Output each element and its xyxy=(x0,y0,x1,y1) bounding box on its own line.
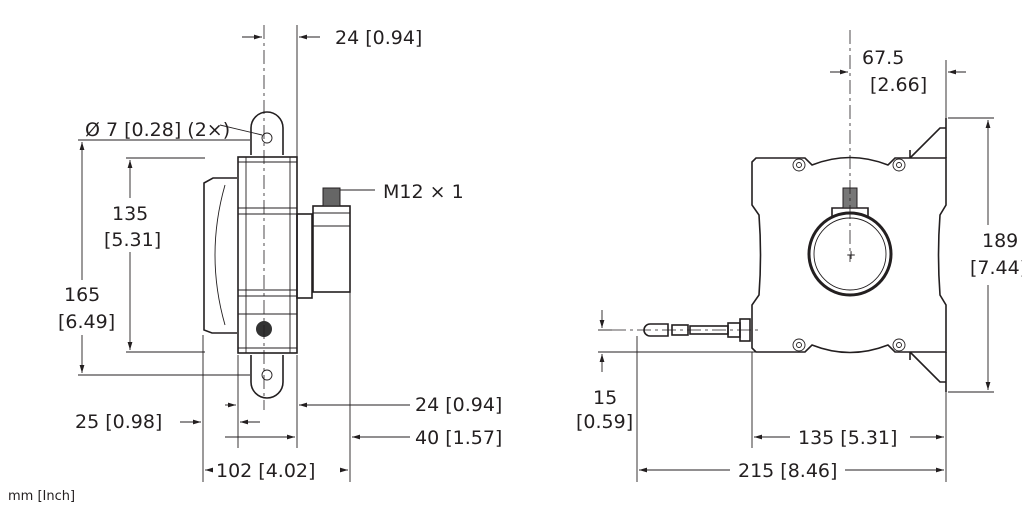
side-view: 24 [0.94] Ø 7 [0.28] (2×) M12 × 1 165 [6… xyxy=(58,25,502,482)
center-offset-mm: 67.5 xyxy=(862,47,904,69)
inner-height-mm: 135 xyxy=(112,203,148,225)
encoder-depth-label: 40 [1.57] xyxy=(415,427,502,449)
body-width-label: 135 [5.31] xyxy=(798,427,897,449)
svg-text:+: + xyxy=(846,248,856,262)
encoder-flange xyxy=(296,213,313,299)
measuring-cable xyxy=(612,318,760,342)
cable-offset-in: [0.59] xyxy=(576,411,633,433)
m12-connector xyxy=(322,187,341,207)
bottom-width-label: 24 [0.94] xyxy=(415,394,502,416)
units-note: mm [Inch] xyxy=(8,489,75,504)
encoder-housing xyxy=(312,205,351,293)
overall-width-label: 215 [8.46] xyxy=(738,460,837,482)
top-mounting-lug xyxy=(250,111,284,155)
overall-depth-label: 102 [4.02] xyxy=(216,460,315,482)
offset-label: 25 [0.98] xyxy=(75,411,162,433)
top-mounting-hole xyxy=(261,132,273,144)
screws xyxy=(792,158,906,352)
front-view: + 67.5 [2.66] 189 [7.44] 15 [0.59] xyxy=(576,30,1022,482)
spring-cover xyxy=(203,177,237,334)
housing-front xyxy=(751,156,947,354)
center-offset-in: [2.66] xyxy=(870,74,927,96)
bottom-mounting-lug xyxy=(250,355,284,399)
bottom-mounting-hole xyxy=(261,369,273,381)
cable-offset-mm: 15 xyxy=(593,387,617,409)
overall-height-mm: 165 xyxy=(64,284,100,306)
top-mount-flange xyxy=(909,118,947,159)
height-mm: 189 xyxy=(982,230,1018,252)
bottom-mount-flange xyxy=(909,351,947,392)
height-in: [7.44] xyxy=(970,257,1022,279)
connector-label: M12 × 1 xyxy=(383,181,464,203)
inner-height-in: [5.31] xyxy=(104,229,161,251)
top-width-label: 24 [0.94] xyxy=(335,27,422,49)
overall-height-in: [6.49] xyxy=(58,311,115,333)
hole-diameter-label: Ø 7 [0.28] (2×) xyxy=(85,119,230,141)
